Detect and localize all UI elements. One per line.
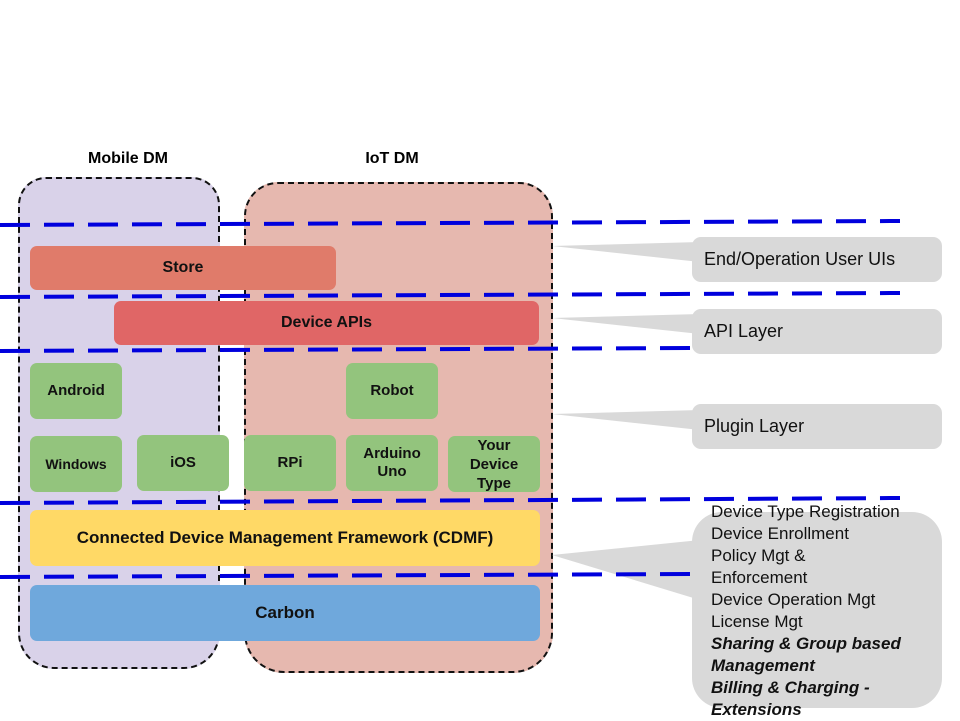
api-layer-callout: API Layer	[692, 309, 942, 354]
device-apis-label: Device APIs	[280, 314, 372, 331]
device-apis-block: Device APIs	[114, 301, 539, 345]
iot-dm-title: IoT DM	[365, 150, 419, 167]
cdmf-block: Connected Device Management Framework (C…	[30, 510, 540, 566]
plugin-android: Android	[30, 363, 122, 419]
cdmf-feature-item: Device Type Registration	[711, 502, 900, 521]
separator-line-1	[0, 219, 901, 227]
ui-layer-label: End/Operation User UIs	[704, 249, 896, 269]
plugin-your-device-label-line3: Type	[477, 474, 511, 492]
plugin-your-device-label-line1: Your	[477, 436, 511, 454]
mobile-dm-title: Mobile DM	[88, 150, 168, 167]
cdmf-feature-item: Device Enrollment	[711, 524, 849, 543]
separator-line-3	[0, 346, 691, 353]
plugin-rpi-label: RPi	[277, 454, 303, 471]
separator-line-4	[0, 496, 901, 505]
plugin-arduino-label-line1: Arduino	[363, 445, 421, 462]
separator-line-2	[0, 291, 901, 299]
ui-callout-pointer	[552, 242, 700, 262]
plugin-ios: iOS	[137, 435, 229, 491]
cdmf-feature-item: Extensions	[711, 700, 802, 719]
cdmf-label: Connected Device Management Framework (C…	[76, 528, 494, 547]
api-callout-pointer	[552, 314, 700, 334]
cdmf-feature-item: Sharing & Group based	[711, 634, 901, 653]
store-label: Store	[162, 259, 204, 276]
plugin-windows-label: Windows	[45, 456, 107, 472]
plugin-arduino-uno: Arduino Uno	[346, 435, 438, 491]
cdmf-feature-item: Policy Mgt &	[711, 546, 806, 565]
plugin-robot: Robot	[346, 363, 438, 419]
plugin-your-device-type: Your Device Type	[448, 436, 540, 492]
cdmf-feature-item: Enforcement	[711, 568, 808, 587]
ui-layer-callout: End/Operation User UIs	[692, 237, 942, 282]
api-layer-label: API Layer	[704, 321, 784, 341]
plugin-windows: Windows	[30, 436, 122, 492]
plugin-robot-label: Robot	[370, 382, 414, 399]
plugin-android-label: Android	[47, 382, 105, 399]
cdmf-feature-item: Billing & Charging -	[711, 678, 870, 697]
plugin-arduino-label-line2: Uno	[377, 463, 407, 480]
plugin-layer-label: Plugin Layer	[704, 416, 805, 436]
cdmf-features-callout	[692, 512, 942, 708]
plugin-your-device-label-line2: Device	[469, 455, 519, 473]
separator-line-5	[0, 572, 691, 579]
carbon-label: Carbon	[255, 603, 315, 622]
store-block: Store	[30, 246, 336, 290]
cdmf-feature-item: License Mgt	[711, 612, 803, 631]
plugin-layer-callout: Plugin Layer	[692, 404, 942, 449]
carbon-block: Carbon	[30, 585, 540, 641]
plugin-ios-label: iOS	[170, 454, 196, 471]
cdmf-feature-item: Device Operation Mgt	[711, 590, 876, 609]
plugin-callout-pointer	[552, 410, 700, 430]
cdmf-feature-item: Management	[711, 656, 815, 675]
plugin-rpi: RPi	[244, 435, 336, 491]
cdmf-callout-pointer	[552, 540, 700, 600]
